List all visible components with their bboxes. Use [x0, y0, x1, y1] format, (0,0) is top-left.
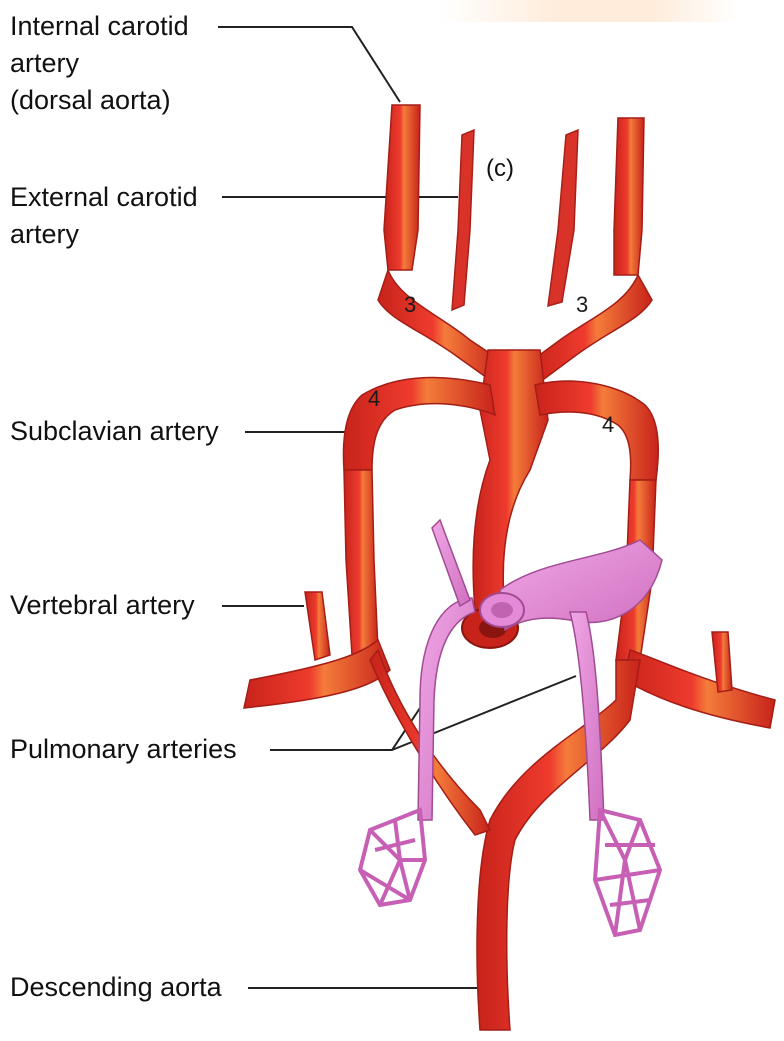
left-external-carotid: [452, 130, 474, 310]
internal-carotid-label: Internal carotid artery (dorsal aorta): [10, 8, 189, 119]
arch-number-left-4: 4: [368, 386, 380, 412]
pulmonary-label: Pulmonary arteries: [10, 731, 237, 768]
external-carotid-label-line-2: artery: [10, 216, 198, 253]
arch-number-right-4: 4: [602, 412, 614, 438]
arch-number-right-3: 3: [576, 292, 588, 318]
internal-carotid-label-line-1: Internal carotid: [10, 8, 189, 45]
left-subclavian-descending: [344, 470, 378, 655]
internal-carotid-label-line-3: (dorsal aorta): [10, 82, 189, 119]
leader-internal-carotid: [218, 27, 400, 102]
pulmonary-ring: [480, 593, 524, 627]
left-internal-carotid: [384, 105, 420, 270]
left-fourth-arch: [343, 377, 495, 470]
right-internal-carotid: [614, 118, 644, 275]
left-common-carotid: [378, 270, 500, 380]
external-carotid-vessels: [452, 130, 578, 310]
external-carotid-label-line-1: External carotid: [10, 179, 198, 216]
right-pulmonary-artery: [570, 612, 604, 820]
arch-number-left-3: 3: [404, 292, 416, 318]
left-vertebral-branch: [305, 592, 330, 660]
right-lung-capillaries: [595, 810, 660, 935]
descending-aorta-label: Descending aorta: [10, 969, 222, 1006]
right-fourth-arch: [535, 381, 658, 480]
left-lung-capillaries: [360, 810, 425, 905]
panel-label: (c): [486, 150, 514, 187]
right-common-carotid: [530, 275, 652, 382]
subclavian-label: Subclavian artery: [10, 413, 219, 450]
internal-carotid-label-line-2: artery: [10, 45, 189, 82]
ductus-link: [432, 520, 470, 606]
vertebral-label: Vertebral artery: [10, 587, 195, 624]
aortic-arch-system: [244, 105, 775, 1030]
external-carotid-label: External carotid artery: [10, 179, 198, 253]
right-subclavian-branch: [624, 650, 775, 728]
right-external-carotid: [548, 130, 578, 306]
